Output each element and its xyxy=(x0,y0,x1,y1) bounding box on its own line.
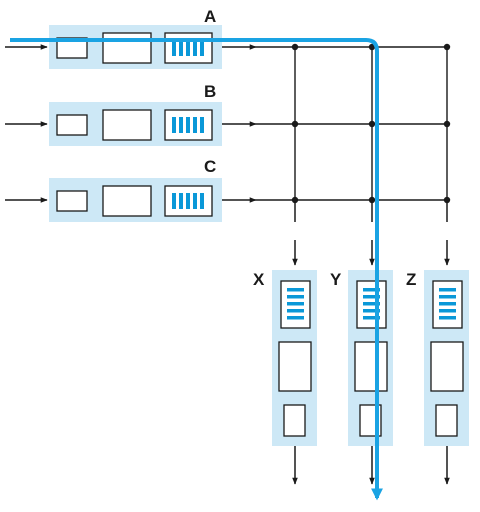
input-box-large-c xyxy=(102,185,152,217)
input-box-large-b xyxy=(102,109,152,141)
queue-packets-x xyxy=(287,288,304,320)
output-label-y: Y xyxy=(330,270,342,289)
output-label-x: X xyxy=(253,270,265,289)
input-port-c: C xyxy=(5,157,257,222)
queue-packets-z xyxy=(439,288,456,320)
output-box-large-y xyxy=(354,341,388,392)
output-port-z: Z xyxy=(406,270,469,485)
input-box-small-b xyxy=(56,114,88,136)
input-box-small-c xyxy=(56,190,88,212)
input-label-b: B xyxy=(204,82,216,101)
output-box-small-z xyxy=(435,404,458,437)
queue-packets-a xyxy=(172,40,204,56)
queue-packets-c xyxy=(172,193,204,209)
output-box-small-x xyxy=(283,404,306,437)
crossbar-fabric xyxy=(256,46,448,201)
output-port-y: Y xyxy=(330,270,393,485)
input-label-a: A xyxy=(204,7,216,26)
column-down-arrows xyxy=(292,200,450,266)
output-box-large-x xyxy=(278,341,312,392)
output-port-x: X xyxy=(253,270,317,485)
highlight-path-a-to-y xyxy=(10,38,383,501)
output-box-large-z xyxy=(430,341,464,392)
input-port-b: B xyxy=(5,82,257,146)
input-label-c: C xyxy=(204,157,216,176)
output-label-z: Z xyxy=(406,270,416,289)
input-box-large-a xyxy=(102,32,152,64)
queue-packets-y xyxy=(363,288,380,320)
queue-packets-b xyxy=(172,117,204,133)
